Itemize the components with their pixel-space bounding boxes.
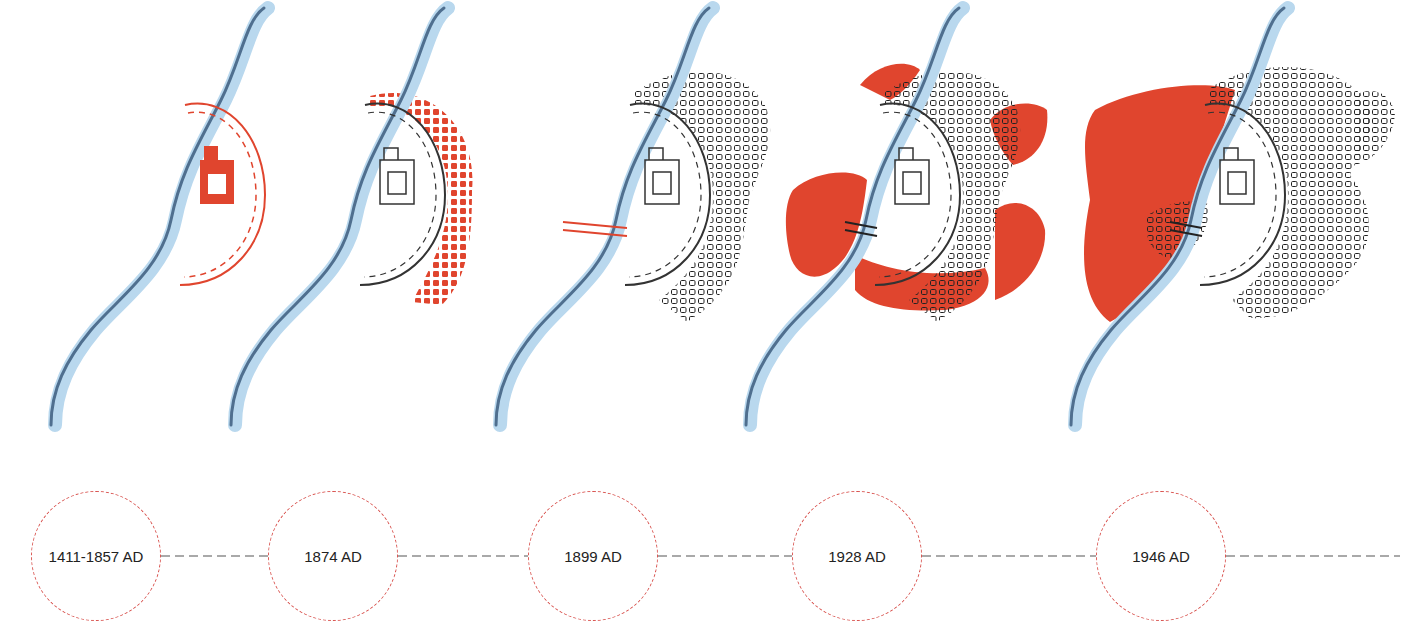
date-circle: 1928 AD	[792, 491, 922, 621]
date-circle: 1946 AD	[1096, 491, 1226, 621]
date-circle: 1899 AD	[528, 491, 658, 621]
timeline-tail	[1226, 555, 1400, 556]
date-label: 1874 AD	[304, 548, 362, 565]
timeline-link	[398, 556, 528, 557]
date-label: 1928 AD	[828, 548, 886, 565]
timeline-link	[658, 556, 792, 557]
date-label: 1899 AD	[564, 548, 622, 565]
date-label: 1946 AD	[1132, 548, 1190, 565]
date-circle: 1874 AD	[268, 491, 398, 621]
timeline-link	[161, 556, 268, 557]
date-label: 1411-1857 AD	[49, 548, 144, 565]
date-circle: 1411-1857 AD	[31, 491, 161, 621]
timeline-link	[922, 556, 1096, 557]
